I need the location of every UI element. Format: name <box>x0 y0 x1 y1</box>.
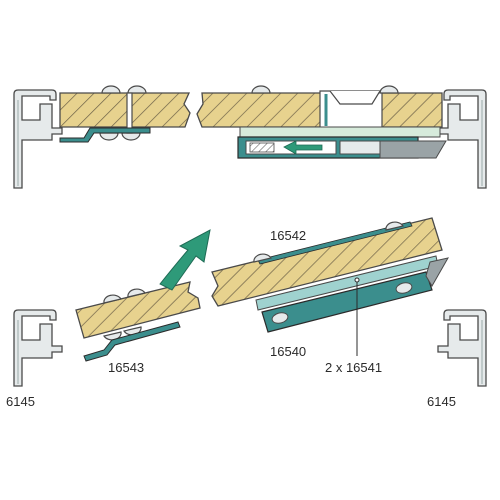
right-board-bottom <box>211 217 443 307</box>
base-clip-housing-bottom <box>261 271 433 333</box>
wedge-blade-bottom <box>425 257 449 287</box>
top-clip-strip <box>257 221 413 265</box>
right-wall-profile-bottom <box>437 309 487 387</box>
base-clip-screws <box>271 282 413 324</box>
curved-arrow-icon <box>159 229 211 291</box>
label-clip-top: 16542 <box>270 228 306 243</box>
base-clip-light-strip <box>239 126 441 138</box>
screws-left-top <box>99 85 147 141</box>
top-assembly <box>13 85 487 189</box>
wedge-blade-top <box>379 140 447 159</box>
left-clip-top <box>59 127 151 143</box>
left-board-top <box>59 92 191 128</box>
slot-notch <box>329 90 381 105</box>
screws-right-top <box>251 85 399 94</box>
left-wall-profile-bottom <box>13 309 63 387</box>
bottom-assembly <box>13 217 487 387</box>
right-wall-profile-top <box>437 89 487 189</box>
screws-right-bottom <box>253 221 404 263</box>
left-board-bottom <box>75 281 201 339</box>
label-right-profile: 6145 <box>427 394 456 409</box>
left-wall-profile-top <box>13 89 63 189</box>
label-clip-left: 16543 <box>108 360 144 375</box>
screws-left-bottom <box>103 288 146 341</box>
slide-arrow-icon <box>283 140 323 155</box>
label-insert: 2 x 16541 <box>325 360 382 375</box>
left-clip-bottom <box>83 321 181 362</box>
label-left-profile: 6145 <box>6 394 35 409</box>
hatched-insert <box>249 142 275 153</box>
label-base-clip: 16540 <box>270 344 306 359</box>
